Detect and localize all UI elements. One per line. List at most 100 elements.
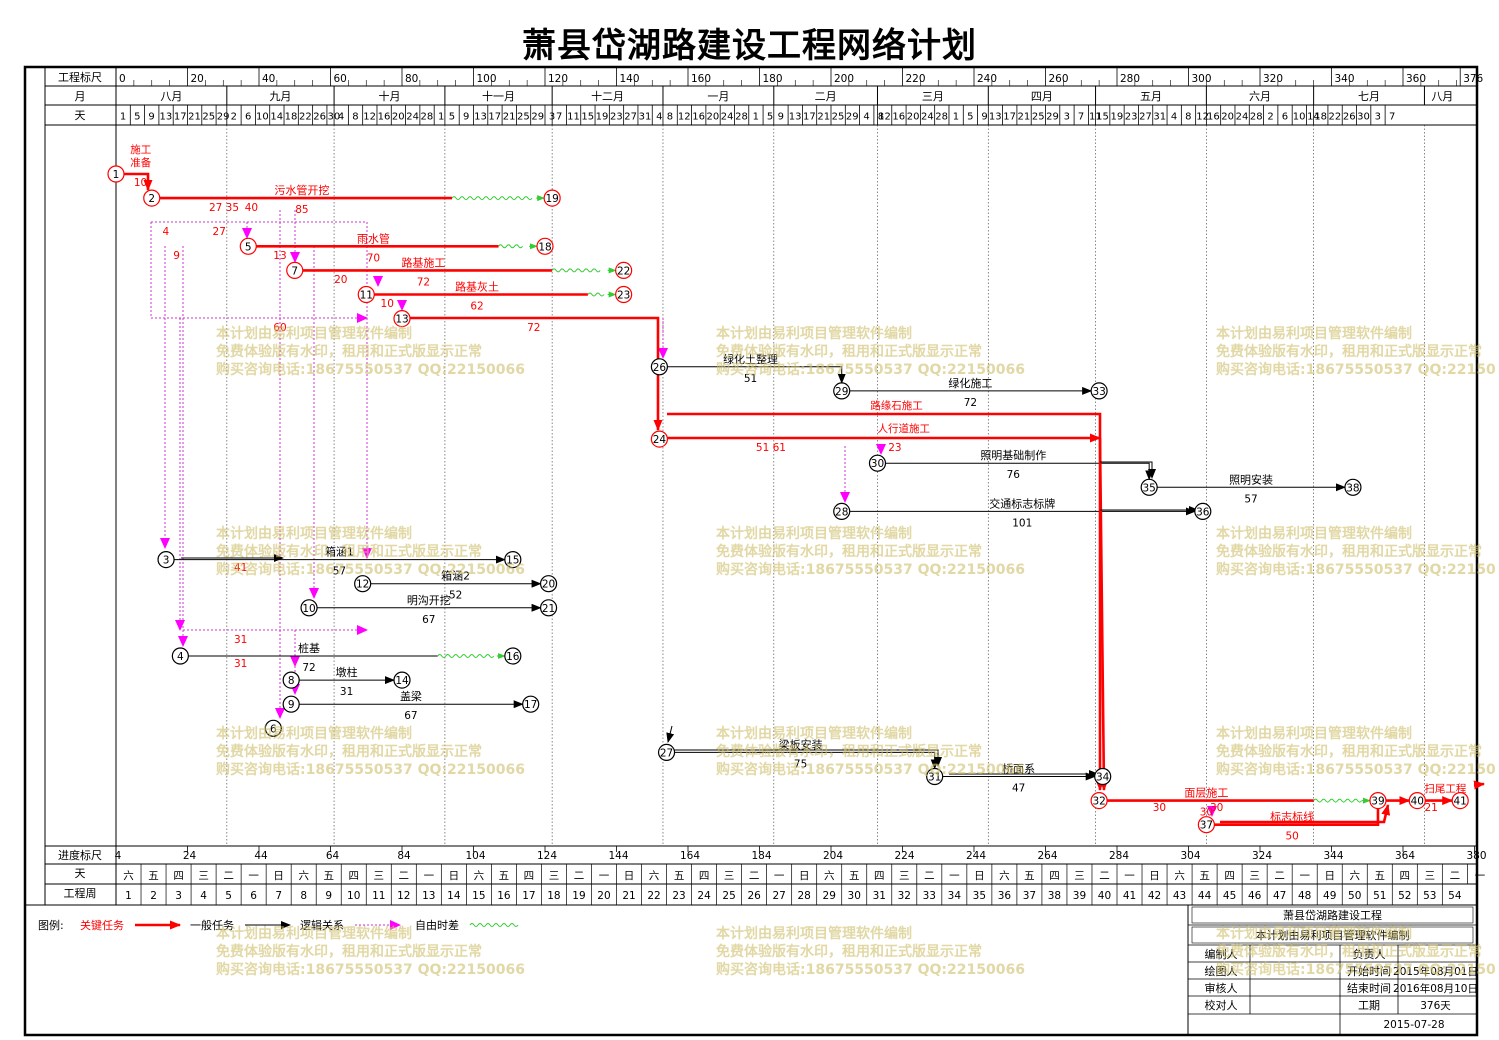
header-row-label: 工程标尺 <box>58 70 102 84</box>
day-label: 28 <box>935 112 948 123</box>
weekday-label: 五 <box>148 870 159 882</box>
network-node-label: 1 <box>113 169 120 181</box>
network-node <box>1369 791 1387 810</box>
network-annotation: 4 <box>162 226 169 238</box>
free-float-wave <box>498 244 523 249</box>
day-label: 21 <box>503 112 516 123</box>
weekday-label: 六 <box>123 870 134 882</box>
weekday-label: 三 <box>198 870 209 882</box>
network-node-label: 28 <box>835 506 848 518</box>
network-node-label: 6 <box>270 723 277 735</box>
task-name-label: 明沟开挖 <box>407 593 451 607</box>
task-connector-arrow <box>1100 461 1156 479</box>
day-label: 3 <box>1375 112 1381 123</box>
network-annotation: 10 <box>134 177 147 189</box>
week-label: 25 <box>722 890 735 902</box>
week-label: 17 <box>522 890 535 902</box>
week-label: 13 <box>422 890 435 902</box>
weekday-label: 五 <box>849 870 860 882</box>
network-node <box>1090 791 1108 810</box>
scale-tick-label: 60 <box>334 73 347 85</box>
weekday-label: 四 <box>1224 870 1235 882</box>
progress-tick-label: 184 <box>751 850 771 862</box>
network-node-label: 7 <box>291 265 298 277</box>
info-label: 工期 <box>1358 999 1380 1012</box>
scale-tick-label: 260 <box>1049 73 1069 85</box>
week-label: 54 <box>1448 890 1462 902</box>
network-node <box>143 189 161 207</box>
network-node-label: 24 <box>653 434 667 446</box>
network-node <box>504 550 522 569</box>
day-label: 13 <box>789 112 802 123</box>
day-label: 16 <box>1207 112 1220 123</box>
day-label: 21 <box>188 112 201 123</box>
weekday-label: 三 <box>899 870 910 882</box>
network-node <box>393 310 411 328</box>
weekday-label: 日 <box>1149 870 1160 882</box>
network-node-label: 26 <box>653 362 667 374</box>
network-node <box>1408 791 1426 810</box>
week-label: 4 <box>200 890 207 902</box>
week-label: 49 <box>1323 890 1336 902</box>
week-label: 36 <box>998 890 1012 902</box>
scale-tick-label: 160 <box>691 73 711 85</box>
weekday-label: 三 <box>549 870 560 882</box>
network-node <box>282 671 300 689</box>
task-name-label: 交通标志标牌 <box>989 496 1055 510</box>
week-label: 22 <box>647 890 660 902</box>
day-label: 6 <box>1282 112 1288 123</box>
info-label: 开始时间 <box>1347 964 1391 978</box>
header-row-label: 月 <box>75 90 86 103</box>
progress-tick-label: 364 <box>1395 850 1415 862</box>
weekday-label: 二 <box>1099 870 1110 882</box>
network-node-label: 22 <box>617 265 630 277</box>
day-label: 25 <box>202 112 215 123</box>
footer-row-label: 进度标尺 <box>58 848 102 862</box>
network-node <box>504 647 522 665</box>
scale-tick-label: 80 <box>405 73 418 85</box>
month-label: 二月 <box>815 90 837 103</box>
weekday-label: 四 <box>348 870 359 882</box>
weekday-label: 日 <box>624 870 635 882</box>
weekday-label: 五 <box>323 870 334 882</box>
progress-tick-label: 84 <box>397 850 411 862</box>
network-node-label: 27 <box>660 747 673 759</box>
month-label: 七月 <box>1358 90 1380 103</box>
day-label: 13 <box>160 112 173 123</box>
week-label: 20 <box>597 890 610 902</box>
week-label: 47 <box>1273 890 1286 902</box>
info-value: 2016年08月10日 <box>1393 982 1478 995</box>
task-name-label: 墩柱 <box>336 665 358 679</box>
logic-relation-arrow <box>151 221 372 559</box>
month-label: 十二月 <box>591 89 624 103</box>
week-label: 38 <box>1048 890 1061 902</box>
network-node <box>1090 382 1108 400</box>
weekday-label: 日 <box>799 870 810 882</box>
network-node <box>1344 478 1362 496</box>
weekday-label: 三 <box>724 870 735 882</box>
day-label: 23 <box>1125 112 1138 123</box>
network-node <box>300 599 318 617</box>
weekday-label: 三 <box>1074 870 1085 882</box>
day-label: 14 <box>270 112 283 123</box>
network-node <box>543 189 561 207</box>
weekday-label: 一 <box>248 870 259 882</box>
weekday-label: 四 <box>874 870 885 882</box>
scale-tick-label: 320 <box>1263 73 1283 85</box>
legend-item-label: 关键任务 <box>80 918 124 932</box>
network-node-label: 12 <box>356 579 369 591</box>
week-label: 31 <box>873 890 886 902</box>
week-label: 29 <box>823 890 836 902</box>
scale-tick-label: 280 <box>1120 73 1140 85</box>
week-label: 40 <box>1098 890 1111 902</box>
day-label: 17 <box>803 112 816 123</box>
day-label: 30 <box>1357 112 1370 123</box>
week-label: 27 <box>772 890 785 902</box>
week-label: 26 <box>747 890 761 902</box>
network-node-label: 35 <box>1142 482 1155 494</box>
weekday-label: 三 <box>1249 870 1260 882</box>
footer-row-label: 天 <box>75 867 86 880</box>
day-label: 19 <box>596 112 609 123</box>
day-label: 29 <box>531 112 544 123</box>
day-label: 26 <box>1343 112 1356 123</box>
